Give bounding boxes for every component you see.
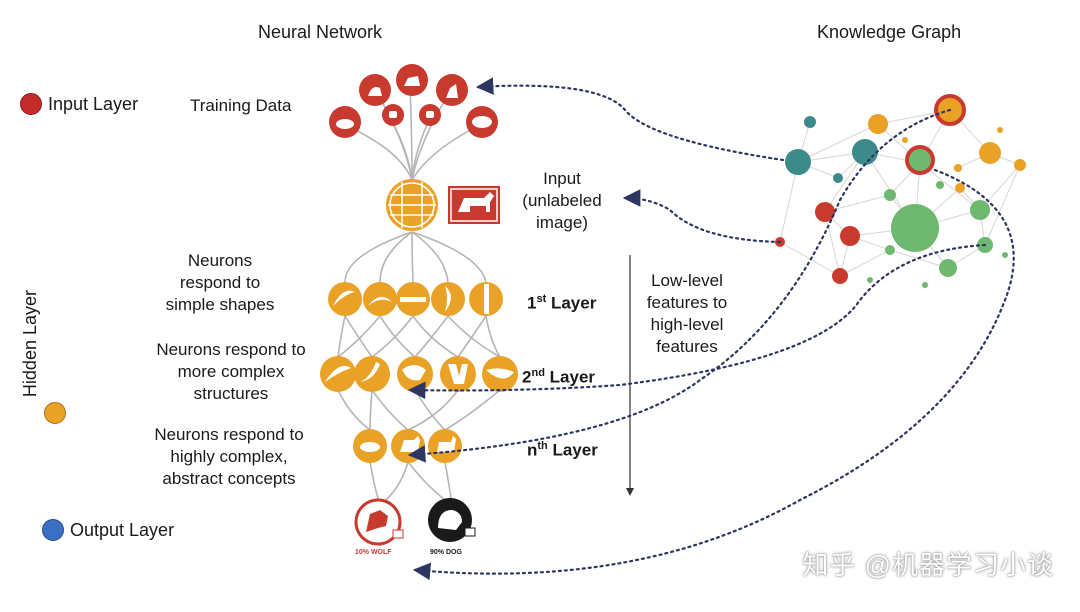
features-line: features to (646, 293, 728, 312)
neurons-simple-line: respond to (179, 273, 261, 292)
input-layer-dot (20, 93, 42, 115)
legend-input-layer: Input Layer (20, 93, 138, 115)
unlabeled-image (448, 186, 500, 224)
output-layer-label: Output Layer (70, 519, 175, 540)
training-data-icons (336, 76, 492, 129)
low-to-high-arrow (626, 255, 634, 496)
kg-node (954, 164, 962, 172)
neurons-simple-line: simple shapes (165, 295, 275, 314)
watermark: 知乎 @机器学习小谈 (802, 550, 1054, 580)
training-data-nodes (329, 64, 498, 138)
neurons-simple-line: Neurons (187, 251, 253, 270)
output-wolf-label: 10% WOLF (355, 549, 392, 556)
neurons-complex-line: Neurons respond to (156, 340, 306, 359)
input-label-line: (unlabeled (522, 191, 602, 210)
kg-node (804, 116, 816, 128)
kg-node (884, 189, 896, 201)
kg-node (1002, 252, 1008, 258)
second-layer-sup: nd (531, 367, 545, 379)
output-wolf-node (354, 498, 404, 546)
neurons-abstract-line: Neurons respond to (154, 425, 304, 444)
neurons-abstract-line: abstract concepts (162, 469, 296, 488)
nth-layer-prefix: n (527, 440, 538, 460)
kg-to-nn-arrows (407, 77, 1015, 581)
neurons-complex-line: more complex (177, 362, 285, 381)
arrow-to-training-data (475, 77, 785, 162)
title-knowledge-graph: Knowledge Graph (817, 22, 962, 42)
kg-node (785, 149, 811, 175)
second-layer-neuron (320, 356, 356, 392)
features-line: Low-level (651, 271, 723, 290)
arrow-to-second-layer (407, 243, 987, 400)
second-layer-shapes (325, 362, 514, 384)
kg-node (955, 183, 965, 193)
hidden-layer-label: Hidden Layer (20, 290, 40, 398)
first-layer-label: 1st Layer (527, 288, 596, 315)
kg-node (905, 145, 935, 175)
first-layer-suffix: Layer (546, 293, 597, 313)
neurons-abstract-label: Neurons respond to highly complex, abstr… (143, 424, 315, 490)
arrow-to-output (412, 168, 1015, 581)
kg-node (852, 139, 878, 165)
kg-node (840, 226, 860, 246)
first-layer-shapes (333, 284, 489, 314)
kg-node (997, 127, 1003, 133)
second-layer-prefix: 2 (522, 367, 532, 387)
kg-node (1014, 159, 1026, 171)
kg-node (832, 268, 848, 284)
first-layer-prefix: 1 (527, 293, 537, 313)
input-label: Input (unlabeled image) (508, 168, 616, 234)
arrow-to-input (622, 189, 782, 244)
kg-node (939, 259, 957, 277)
first-layer-sup: st (536, 293, 547, 305)
input-label-line: image) (536, 213, 588, 232)
knowledge-graph-nodes (775, 94, 1026, 288)
nth-layer-sup: th (537, 440, 548, 452)
kg-node (979, 142, 1001, 164)
input-node (386, 179, 438, 231)
kg-node (815, 202, 835, 222)
input-layer-label: Input Layer (48, 93, 139, 114)
hidden-layer-dot (44, 402, 66, 424)
neurons-complex-line: structures (193, 384, 269, 403)
nth-layer-suffix: Layer (547, 440, 598, 460)
title-neural-network: Neural Network (258, 22, 383, 42)
kg-node (902, 137, 908, 143)
kg-node (891, 204, 939, 252)
kg-node (867, 277, 873, 283)
features-line: features (656, 337, 718, 356)
kg-node (922, 282, 928, 288)
arrow-to-nth-layer (407, 108, 952, 463)
kg-node (833, 173, 843, 183)
legend-output-layer: Output Layer (42, 519, 174, 541)
output-dog-node (428, 498, 476, 542)
kg-node (868, 114, 888, 134)
neurons-complex-label: Neurons respond to more complex structur… (145, 339, 317, 405)
neurons-simple-label: Neurons respond to simple shapes (150, 250, 290, 316)
training-data-label: Training Data (190, 96, 292, 115)
second-layer-label: 2nd Layer (522, 362, 595, 389)
kg-node (936, 181, 944, 189)
neurons-abstract-line: highly complex, (170, 447, 288, 466)
first-layer-neuron (328, 282, 362, 316)
output-layer-dot (42, 519, 64, 541)
kg-node (885, 245, 895, 255)
output-dog-label: 90% DOG (430, 549, 462, 556)
features-line: high-level (650, 315, 724, 334)
kg-node (970, 200, 990, 220)
input-label-line: Input (543, 169, 581, 188)
second-layer-suffix: Layer (544, 367, 596, 387)
nth-layer-label: nth Layer (527, 435, 598, 462)
features-label: Low-level features to high-level feature… (633, 270, 741, 358)
